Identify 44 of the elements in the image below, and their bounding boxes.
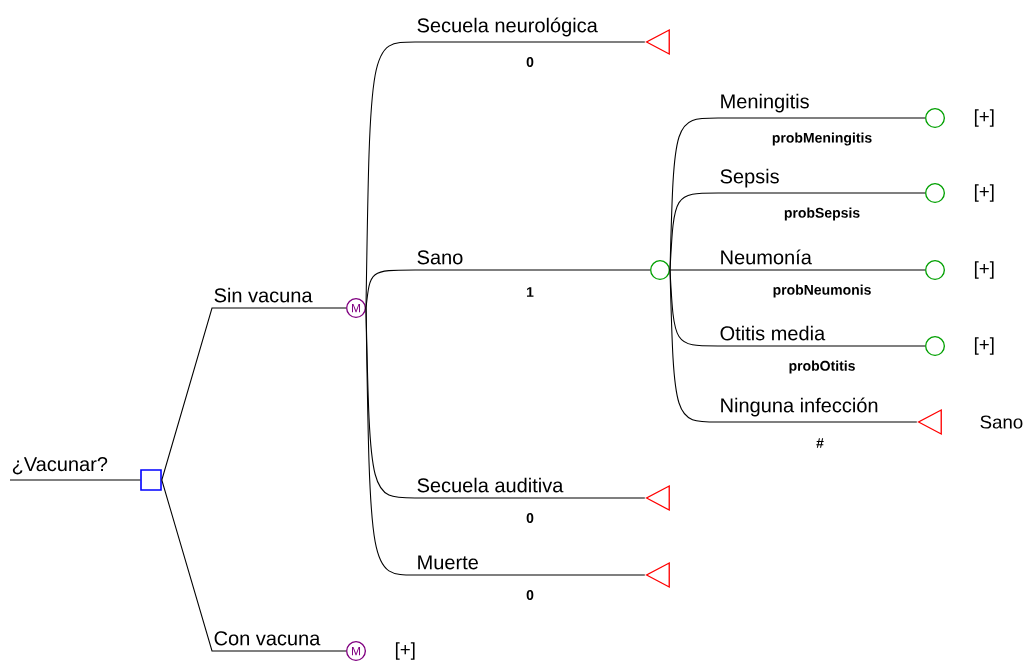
branch-label: Secuela neurológica — [417, 17, 598, 37]
branch-label: Neumonía — [721, 249, 812, 265]
markov-node: M — [346, 298, 366, 318]
branch-label: ¿Vacunar? — [12, 457, 108, 475]
probability-label: probSepsis — [784, 207, 860, 221]
branch-label: Meningitis — [721, 93, 809, 113]
probability-label: # — [816, 438, 824, 448]
probability-label: probNeumonis — [773, 284, 871, 298]
branch-label: Con vacuna — [214, 631, 321, 646]
probability-label: 0 — [526, 590, 534, 600]
branch-label: Muerte — [418, 555, 478, 570]
chance-node — [925, 336, 945, 356]
probability-label: probOtitis — [789, 360, 855, 374]
chance-node — [925, 108, 945, 128]
branch-label: Sepsis — [720, 168, 779, 188]
probability-label: 0 — [526, 513, 534, 523]
probability-label: 0 — [526, 57, 534, 67]
branch-line — [161, 479, 347, 652]
chance-node — [925, 183, 945, 203]
branch-line — [669, 269, 918, 423]
decision-node — [140, 469, 162, 491]
node-note: [+] — [395, 642, 415, 660]
branch-label: Secuela auditiva — [417, 477, 564, 493]
node-note: [+] — [974, 261, 994, 279]
markov-node: M — [346, 641, 366, 661]
node-note: [+] — [974, 109, 994, 127]
branch-line — [365, 41, 646, 309]
chance-node — [650, 260, 670, 280]
probability-label: 1 — [527, 287, 534, 297]
probability-label: probMeningitis — [772, 132, 872, 146]
branch-label: Sano — [417, 250, 463, 265]
node-note: Sano — [980, 415, 1023, 429]
branch-line — [9, 479, 141, 481]
branch-line — [365, 307, 646, 576]
node-note: [+] — [974, 337, 994, 355]
branch-line — [669, 192, 926, 271]
chance-node — [925, 260, 945, 280]
branch-line — [669, 269, 926, 271]
node-note: [+] — [974, 184, 994, 202]
branch-label: Ninguna infección — [721, 397, 878, 417]
branch-label: Otitis media — [720, 325, 826, 341]
branch-line — [365, 269, 651, 309]
branch-label: Sin vacuna — [214, 287, 313, 303]
branch-line — [161, 307, 347, 481]
